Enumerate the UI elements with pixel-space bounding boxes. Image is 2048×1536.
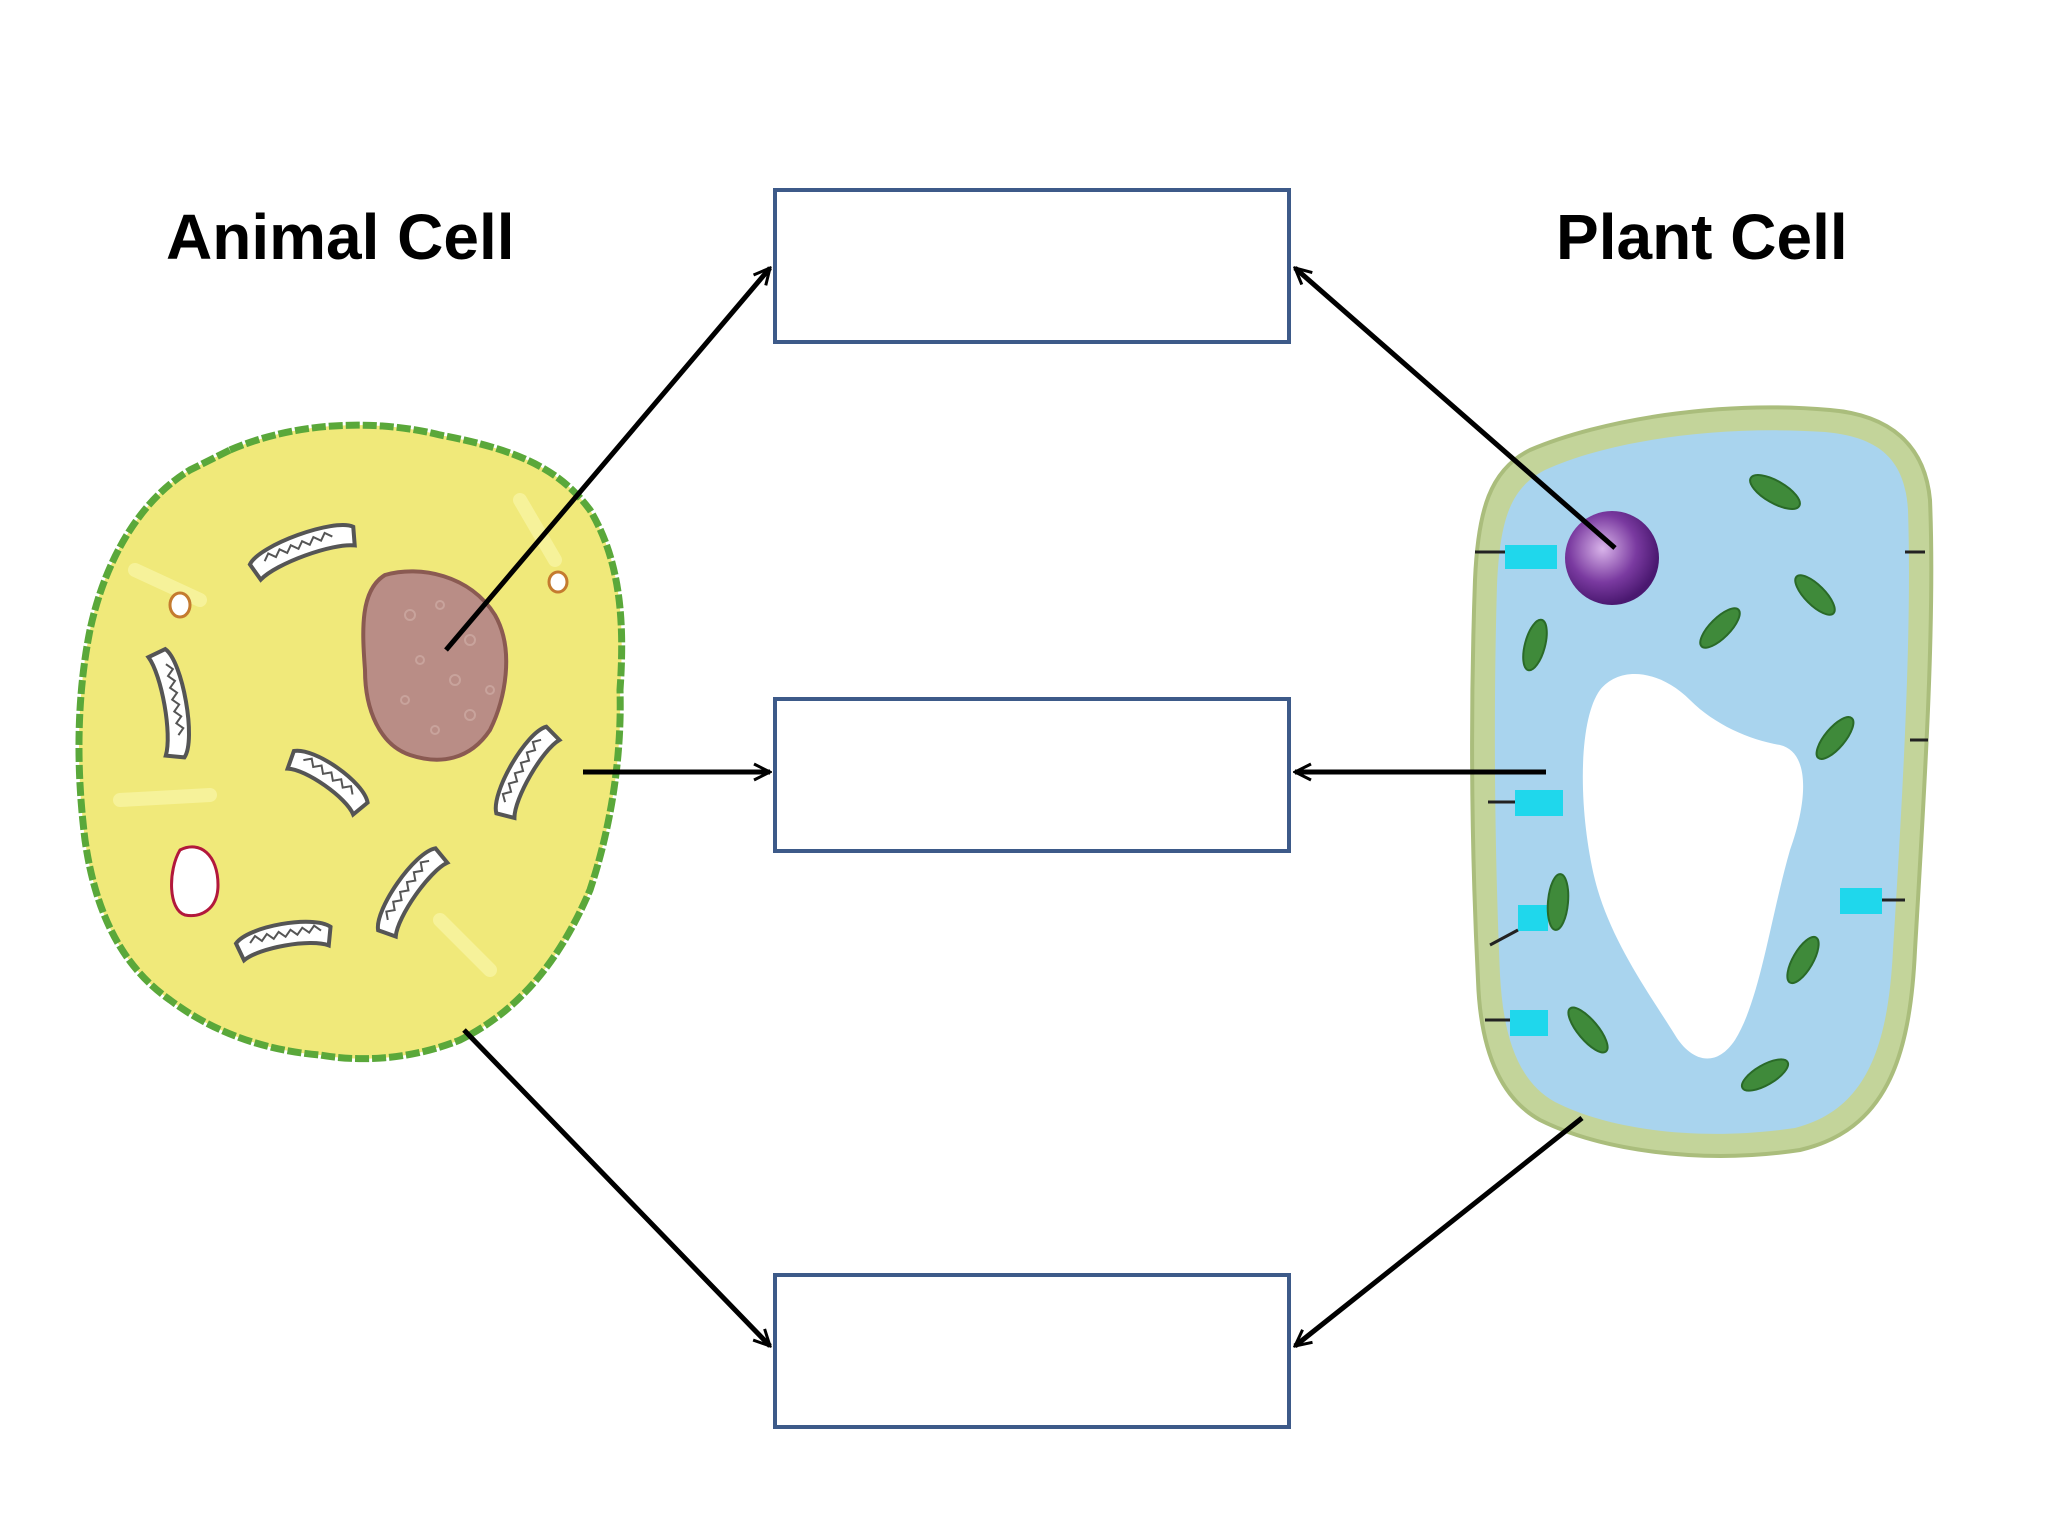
chloroplast-icon [1786, 935, 1820, 985]
plant-cell-title: Plant Cell [1556, 201, 1848, 273]
mitochondrion-icon [233, 919, 333, 964]
chloroplast-icon [1749, 474, 1801, 510]
mitochondrion-icon [493, 724, 563, 821]
arrow-animal-membrane-to-bottom-box [462, 1028, 770, 1346]
mitochondrion-icon [247, 523, 357, 583]
arrows [444, 268, 1617, 1346]
chloroplast-icon [1740, 1058, 1790, 1092]
chloroplast-icon [1815, 716, 1855, 760]
animal-cell-title: Animal Cell [166, 201, 515, 273]
plant-nucleus [1565, 511, 1659, 605]
plant-cell [1470, 405, 1934, 1158]
mitochondrion-icon [284, 748, 370, 818]
label-stub-group [1505, 545, 1882, 1036]
chloroplast-icon [1546, 873, 1570, 931]
vacuole-icon [170, 845, 220, 918]
animal-cell [75, 421, 626, 1063]
chloroplast-group [1522, 474, 1855, 1092]
chloroplast-icon [1699, 607, 1741, 649]
chloroplast-icon [1567, 1006, 1609, 1054]
mitochondria-group [145, 523, 563, 964]
animal-nucleus [361, 569, 509, 762]
chloroplast-icon [1794, 574, 1836, 616]
label-box-top[interactable] [773, 188, 1291, 344]
vacuole-icon [168, 591, 192, 619]
mitochondrion-icon [145, 646, 191, 760]
arrow-plant-membrane-to-bottom-box [1295, 1116, 1584, 1346]
vacuole-icon [547, 570, 569, 594]
arrow-plant-nucleus-to-top-box [1295, 268, 1617, 550]
chloroplast-icon [1522, 618, 1548, 672]
mitochondrion-icon [376, 846, 451, 940]
label-box-middle[interactable] [773, 697, 1291, 853]
label-box-bottom[interactable] [773, 1273, 1291, 1429]
arrow-animal-nucleus-to-top-box [444, 268, 770, 652]
plant-vacuole [1582, 673, 1804, 1059]
